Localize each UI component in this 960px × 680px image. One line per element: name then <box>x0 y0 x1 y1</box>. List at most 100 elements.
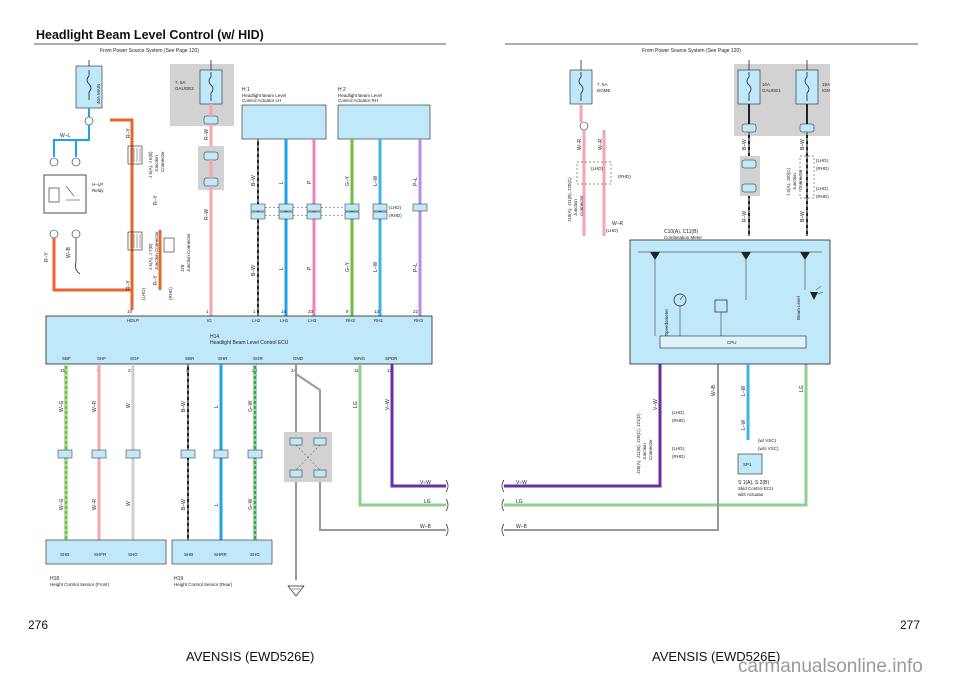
component-id: C10(A), C11(B) <box>664 229 698 235</box>
wire-wl-2 <box>75 125 90 157</box>
wire-vw-right <box>504 364 662 488</box>
fuse-label: 40A MAIN <box>96 84 101 104</box>
wire-wb <box>75 238 81 275</box>
ecu-pin-num: 1 <box>253 309 256 314</box>
height-sensor-front: SHB SHFR SHG H18 Height Control Sensor (… <box>45 539 167 587</box>
component-label: Headlight Beam Level <box>338 93 382 98</box>
wire-label: G–Y <box>345 175 351 186</box>
junction-connector-j5-j20: J 5(A), J20(C) Junction Connector (LHD) … <box>786 155 829 199</box>
wire-label: W–B <box>516 524 528 530</box>
ecu-pin-num: 9 <box>346 309 349 314</box>
wire-label: V–W <box>385 399 391 410</box>
lhd-note: (LHD) <box>816 158 829 163</box>
footer-left: AVENSIS (EWD526E) <box>186 649 314 664</box>
ecu-pin-num: 12 <box>387 368 393 373</box>
ecu-pin: SGF <box>130 356 140 361</box>
meter-label: Beam Level <box>796 296 801 320</box>
wire-label: L <box>214 405 220 408</box>
ecu-pin-num: 11 <box>354 368 359 373</box>
wire-label: W–R <box>612 221 624 227</box>
cpu-block <box>659 335 807 349</box>
ecu-pin-num: 21 <box>128 368 134 373</box>
ecu-pin-num: 22 <box>413 309 419 314</box>
jc-label: Junction Connector <box>154 231 159 270</box>
relay-label: H–LP <box>92 182 103 187</box>
lhd-note: (LHD) <box>606 228 619 233</box>
wire-label: G–Y <box>345 261 351 272</box>
inline-connectors-rh: (LHD) (RHD) <box>344 203 428 220</box>
sensor-pin: SHB <box>184 552 193 557</box>
wire-label: W–R <box>92 499 98 511</box>
actuator-lh: H 1 Headlight Beam Level Control Actuato… <box>241 87 327 140</box>
wire-label: L–W <box>741 419 747 430</box>
wire-label: W–B <box>420 524 432 530</box>
jc-label: J 5(A), J20(C) <box>786 167 791 196</box>
junction-connector-j5-j6: J 5(A), J 6(B) Junction Connector <box>127 145 165 178</box>
wire-label: LG <box>353 401 359 408</box>
lhd-note: (LHD) <box>591 166 604 171</box>
ecu-pin-num: 1 <box>206 309 209 314</box>
ecu-pin: SHF <box>97 356 106 361</box>
ecu-pin-num: 24 <box>291 368 297 373</box>
wire-label: V–W <box>653 399 659 410</box>
wire-label: B–W <box>181 401 187 412</box>
relay-label-2: Relay <box>92 188 104 193</box>
inline-connectors-lh <box>250 203 345 220</box>
jc-label: Connector <box>648 439 653 460</box>
ecu-pin: LH2 <box>252 318 261 323</box>
wire-label: L <box>279 267 285 270</box>
jc-label: Junction <box>792 173 797 190</box>
wire-label: P <box>307 180 313 184</box>
cpu-label: CPU <box>727 340 737 345</box>
fuse-label: IGN <box>822 88 830 93</box>
wire-lg-right <box>504 364 808 507</box>
wire-label: R–Y <box>126 280 132 290</box>
lhd-note: (LHD) <box>389 205 402 210</box>
wire-label: V–W <box>516 480 527 486</box>
lhd-note: (LHD) <box>672 446 685 451</box>
jc-label: Connector <box>798 169 803 190</box>
ecu-pin: SHR <box>218 356 228 361</box>
rhd-note: (RHD) <box>672 418 685 423</box>
component-label: Control Actuator RH <box>338 98 378 103</box>
wire-label: P–L <box>413 263 419 272</box>
component-label: Height Control Sensor (Rear) <box>174 582 233 587</box>
wire-label: R–Y <box>153 275 159 285</box>
jc-label: J10(A), J11(B), J20(C) <box>567 177 572 222</box>
wire-label: LG <box>424 499 431 505</box>
ecu-pin: SGR <box>253 356 264 361</box>
rhd-note: (RHD) <box>389 213 402 218</box>
ecu-pin: RH3 <box>414 318 423 323</box>
wire-lg <box>358 364 446 507</box>
wire-label: LG <box>799 385 805 392</box>
jc-label: J20(A), J11(B), J20(C), J21(D) <box>636 413 641 474</box>
fuse-label: DOME <box>597 88 611 93</box>
component-label: with Actuator <box>738 492 764 497</box>
ecu-h14: H14 Headlight Beam Level Control ECU HDL… <box>45 309 433 373</box>
wire-label: LG <box>516 499 523 505</box>
sensor-pin: SHG <box>128 552 138 557</box>
lhd-note: (LHD) <box>141 287 146 300</box>
fuse-label: 7. 5A <box>175 80 186 85</box>
wire-label: P <box>307 266 313 270</box>
jc-label: Connector <box>579 195 584 216</box>
junction-connector-j5-j7: J 5(A), J 7(B) Junction Connector <box>127 231 159 270</box>
ecu-pin: WNG <box>354 356 365 361</box>
jc-label: Junction <box>573 199 578 216</box>
page-title: Headlight Beam Level Control (w/ HID) <box>36 28 264 42</box>
fuse-label: GAUGE2 <box>175 86 194 91</box>
wire-label: B–W <box>800 211 806 222</box>
wire-label: R–W <box>742 211 748 222</box>
watermark: carmanualsonline.info <box>738 656 923 677</box>
wire-label: P–L <box>413 177 419 186</box>
component-label: Combination Meter <box>664 235 703 240</box>
beam-level-led-icon <box>810 292 818 300</box>
wire-wb-right <box>504 364 719 531</box>
lhd-note: (LHD) <box>816 186 829 191</box>
wire-label: G–W <box>248 498 254 510</box>
wire-label: W–G <box>59 401 65 413</box>
height-sensor-rear: SHB SHRR SHG H19 Height Control Sensor (… <box>171 539 273 587</box>
component-id: H19 <box>174 576 183 582</box>
wire-wr-right <box>579 104 606 236</box>
fuse-dome: 7. 5A DOME <box>569 69 611 105</box>
